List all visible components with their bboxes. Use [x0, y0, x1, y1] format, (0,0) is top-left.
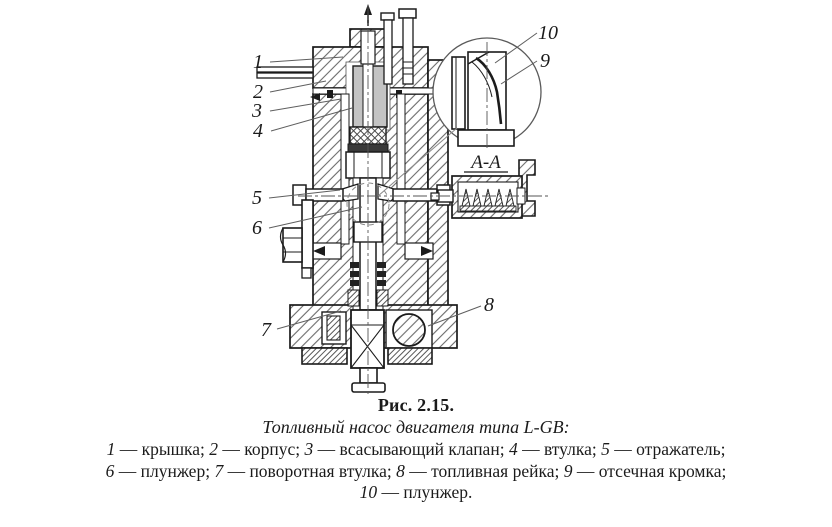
- rack-teeth: [459, 188, 517, 212]
- legend-line: 6 — плунжер; 7 — поворотная втулка; 8 — …: [105, 460, 727, 481]
- callout-4: 4: [253, 120, 263, 142]
- detail-reference-circle: [346, 182, 390, 226]
- section-view-a-a: A-A: [430, 152, 536, 219]
- detail-circle: [432, 37, 542, 150]
- callout-1: 1: [253, 51, 263, 73]
- legend-line: 10 — плунжер.: [359, 482, 473, 502]
- port-arrow-right: [421, 246, 433, 256]
- callout-5: 5: [252, 187, 262, 209]
- leader-lines: [268, 32, 538, 330]
- fuel-inlet-arrow: [310, 93, 320, 101]
- port-arrow-left: [313, 246, 325, 256]
- side-flange-pipe: [279, 199, 314, 279]
- figure-text-block: Рис. 2.15. Топливный насос двигателя тип…: [0, 394, 832, 504]
- legend-item-number: 1: [106, 439, 116, 459]
- cover-studs: [380, 8, 417, 85]
- fuel-pump-diagram: A-A: [251, 4, 558, 394]
- legend-item-number: 3: [304, 439, 314, 459]
- callout-7: 7: [261, 319, 272, 341]
- callout-2: 2: [253, 81, 263, 103]
- legend-item-number: 5: [601, 439, 610, 459]
- legend-item-number: 2: [209, 439, 219, 459]
- fuel-rack-end: [392, 313, 426, 347]
- pump-cross-section: [256, 4, 460, 393]
- section-label: A-A: [469, 152, 501, 173]
- centerlines: [298, 6, 548, 394]
- callout-10: 10: [538, 22, 558, 44]
- legend-item-number: 7: [214, 460, 224, 481]
- tappet: [350, 309, 385, 369]
- seal-rings: [347, 262, 389, 307]
- legend-item-number: 8: [396, 460, 405, 481]
- rotary-sleeve-lug: [326, 315, 341, 341]
- callout-numbers: 1 2 3 4 5 6 7 8 9 10: [251, 22, 558, 341]
- cutoff-helix-edge: [475, 56, 503, 125]
- callout-8: 8: [484, 294, 494, 316]
- tappet-foot: [351, 382, 386, 393]
- legend-line: 1 — крышка; 2 — корпус; 3 — всасывающий …: [106, 439, 726, 459]
- legend: 1 — крышка; 2 — корпус; 3 — всасывающий …: [0, 439, 832, 504]
- callout-3: 3: [251, 100, 262, 122]
- figure-subtitle: Топливный насос двигателя типа L-GB:: [262, 417, 570, 437]
- legend-item-number: 10: [359, 482, 378, 502]
- legend-item-number: 6: [105, 460, 115, 481]
- callout-9: 9: [540, 50, 550, 72]
- legend-item-number: 9: [563, 460, 573, 481]
- callout-6: 6: [252, 217, 262, 239]
- figure-caption: Рис. 2.15.: [377, 395, 455, 415]
- legend-item-number: 4: [508, 439, 518, 459]
